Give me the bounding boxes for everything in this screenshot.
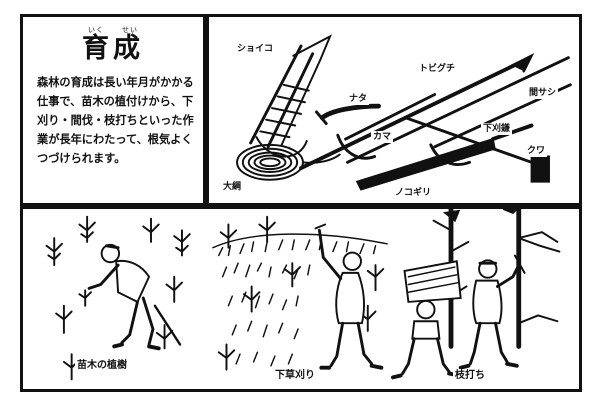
caption-weeding: 下草刈り — [273, 369, 317, 382]
label-kuwa: クワ — [525, 145, 548, 157]
ruby-iku: いく — [88, 26, 104, 34]
tobiguchi-drawing — [299, 53, 535, 171]
shoiko-frame-drawing — [249, 34, 332, 158]
label-mazashi: 間サシ — [527, 87, 559, 99]
title-block: いく せい 育成 — [23, 25, 203, 63]
page-title: 育成 — [82, 33, 144, 64]
tools-illustration — [236, 34, 572, 191]
caption-pruning: 枝打ち — [453, 369, 487, 382]
weeding-scene — [212, 215, 388, 371]
rope-coil-drawing — [236, 143, 341, 181]
scenes-panel: 苗木の植樹 下草刈り 枝打ち — [20, 206, 582, 392]
label-nata: ナタ — [347, 93, 370, 105]
caption-planting: 苗木の植樹 — [75, 359, 129, 372]
kama-drawing — [336, 93, 437, 160]
planting-scene — [45, 215, 191, 381]
label-tobiguchi: トビグチ — [417, 63, 458, 75]
scenes-illustration — [45, 209, 561, 381]
label-nokogiri: ノコギリ — [393, 187, 434, 199]
ruby-sei: せい — [122, 26, 138, 34]
pruning-scene — [391, 209, 561, 380]
label-kama: カマ — [371, 131, 394, 143]
tools-panel: ショイコ トビグチ ナタ 間サシ カマ 下刈鎌 クワ 大綱 ノコギリ — [206, 14, 582, 206]
label-shitagarikama: 下刈鎌 — [481, 123, 513, 135]
label-otsuna: 大綱 — [221, 181, 244, 193]
intro-description: 森林の育成は長い年月がかかる仕事で、苗木の植付けから、下刈り・間伐・枝打ちといっ… — [37, 76, 194, 165]
label-shoiko: ショイコ — [235, 43, 276, 55]
mazashi-drawing — [346, 56, 570, 164]
pruner-figure — [458, 254, 526, 370]
weeding-worker-figure — [314, 223, 384, 370]
title-ruby: いく せい — [23, 25, 203, 35]
carrier-figure — [391, 260, 462, 380]
nata-drawing — [315, 103, 381, 126]
intro-panel: いく せい 育成 森林の育成は長い年月がかかる仕事で、苗木の植付けから、下刈り・… — [20, 14, 206, 206]
planting-worker-figure — [78, 243, 182, 351]
